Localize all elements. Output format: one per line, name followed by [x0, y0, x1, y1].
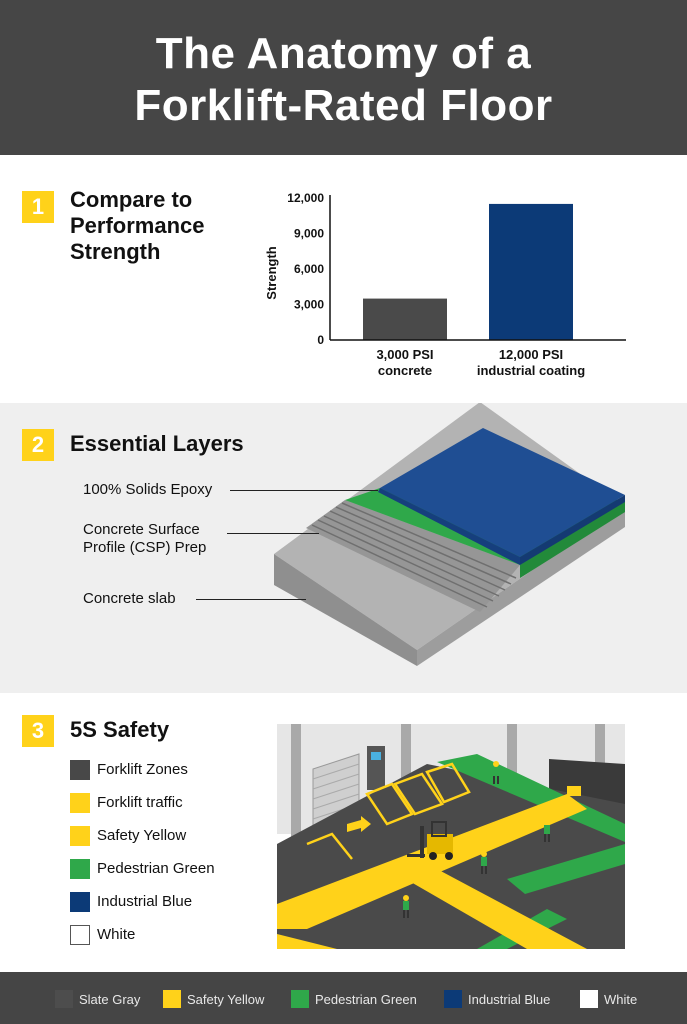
worker-icon [493, 761, 499, 784]
legend-swatch [70, 892, 90, 912]
palette-swatch [444, 990, 462, 1008]
door-window [371, 752, 381, 760]
forklift-icon [407, 821, 453, 860]
palette-swatch [163, 990, 181, 1008]
label-slab: Concrete slab [83, 590, 176, 607]
pillar [507, 724, 517, 779]
category-label: concrete [378, 363, 432, 378]
section-title: Compare to Performance Strength [70, 187, 205, 265]
label-epoxy: 100% Solids Epoxy [83, 481, 213, 498]
legend-swatch [70, 859, 90, 879]
epoxy-layer-edge [520, 495, 625, 565]
section-layers: 2 Essential Layers 100% Solids Epoxy Con… [0, 403, 687, 693]
header-banner: The Anatomy of a Forklift-Rated Floor [0, 0, 687, 155]
worker-icon [403, 895, 409, 918]
legend-label: Industrial Blue [97, 893, 193, 910]
section-title-line: Performance [70, 213, 205, 238]
color-palette-footer: Slate Gray Safety Yellow Pedestrian Gree… [0, 972, 687, 1024]
leader-line [227, 533, 319, 534]
legend-label: Pedestrian Green [97, 860, 215, 877]
floor-layer-diagram [274, 403, 625, 666]
green-walkway [507, 844, 625, 894]
palette-label: Safety Yellow [187, 992, 265, 1007]
y-tick-label: 9,000 [294, 227, 324, 241]
bar [363, 298, 447, 340]
leader-line [196, 599, 306, 600]
page-title-line1: The Anatomy of a [155, 29, 532, 78]
leader-line [230, 490, 378, 491]
parking-outlines [306, 762, 471, 860]
strength-bar-chart: 0 3,000 6,000 9,000 12,000 Strength 3,000 PS… [264, 191, 626, 378]
legend-swatch [70, 826, 90, 846]
y-tick-label: 3,000 [294, 298, 324, 312]
bar [489, 203, 573, 340]
palette-label: Slate Gray [79, 992, 141, 1007]
section-performance: 1 Compare to Performance Strength 0 3,000… [0, 155, 687, 403]
legend-swatch [70, 793, 90, 813]
legend-label: White [97, 926, 136, 943]
y-axis-label: Strength [264, 246, 279, 300]
section-title: 5S Safety [70, 717, 170, 742]
palette-label: Industrial Blue [468, 992, 551, 1007]
yellow-lane [397, 869, 587, 949]
palette-swatch [580, 990, 598, 1008]
section-number-badge: 3 [22, 715, 54, 747]
y-tick-label: 0 [317, 333, 324, 347]
pallet [567, 786, 581, 796]
epoxy-layer-front [378, 488, 520, 565]
yellow-lane [277, 934, 337, 949]
legend-swatch [70, 760, 90, 780]
pillar [291, 724, 301, 844]
section-title-line: Compare to [70, 187, 193, 212]
y-tick-label: 6,000 [294, 262, 324, 276]
category-label: industrial coating [477, 363, 585, 378]
warehouse-floor-illustration [277, 724, 625, 949]
concrete-slab-front [274, 554, 417, 666]
arrow-marking [347, 816, 371, 832]
green-walkway [437, 754, 625, 842]
section-title: Essential Layers [70, 431, 244, 456]
palette-swatch [291, 990, 309, 1008]
section-number-badge: 2 [22, 429, 54, 461]
label-csp-line: Concrete Surface [83, 521, 200, 538]
label-csp: Concrete Surface Profile (CSP) Prep [83, 521, 206, 557]
csp-ridges [311, 502, 517, 608]
worker-icon [481, 851, 487, 874]
palette-label: Pedestrian Green [315, 992, 417, 1007]
page-title-line2: Forklift-Rated Floor [134, 81, 553, 130]
section-5s-safety: 3 5S Safety Forklift Zones Forklift traf… [0, 693, 687, 972]
palette-swatch [55, 990, 73, 1008]
pillar [401, 724, 411, 779]
legend-label: Forklift traffic [97, 794, 183, 811]
worker-icon [544, 819, 550, 842]
section-number-badge: 1 [22, 191, 54, 223]
palette-label: White [604, 992, 638, 1007]
y-tick-label: 12,000 [287, 191, 324, 205]
concrete-slab-side [417, 506, 625, 666]
green-layer-edge [520, 500, 625, 578]
category-label: 12,000 PSI [499, 347, 563, 362]
label-csp-line: Profile (CSP) Prep [83, 539, 207, 556]
legend-swatch [70, 925, 90, 945]
category-label: 3,000 PSI [376, 347, 433, 362]
legend-label: Forklift Zones [97, 761, 188, 778]
epoxy-layer-top [380, 428, 625, 557]
legend-label: Safety Yellow [97, 827, 187, 844]
yellow-lane [277, 794, 587, 929]
section-title-line: Strength [70, 239, 161, 264]
